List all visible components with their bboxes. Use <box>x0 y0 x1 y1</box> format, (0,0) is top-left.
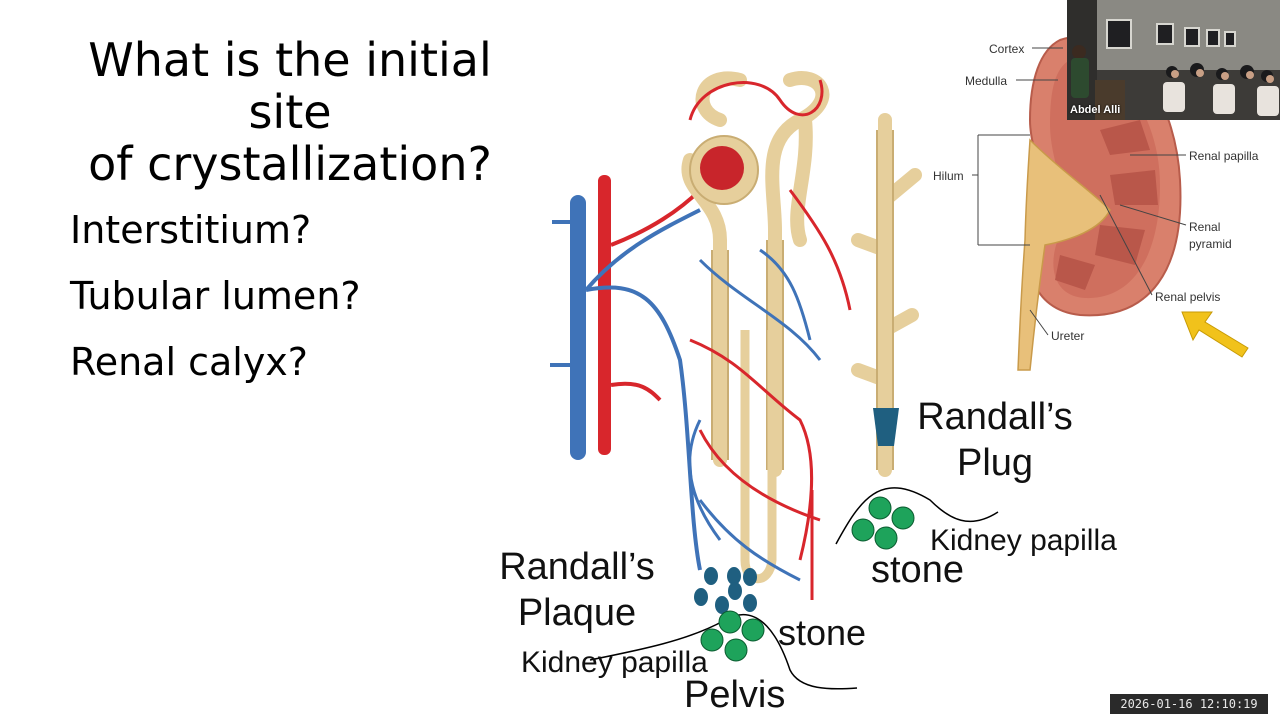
ureter-label: Ureter <box>1051 329 1085 343</box>
randalls-plug-label: Randall’s Plug <box>905 394 1085 486</box>
kidney-papilla-left-label: Kidney papilla <box>521 646 708 679</box>
renal-pyramid-line2: pyramid <box>1189 237 1232 251</box>
papilla-curve-right <box>835 487 999 545</box>
papilla-curve-left <box>589 613 858 690</box>
renal-pyramid-label: Renal pyramid <box>1189 219 1232 253</box>
slide-title-line1: What is the initial site <box>88 33 492 139</box>
kidney-papilla-right-label: Kidney papilla <box>930 524 1117 557</box>
option-tubular-lumen: Tubular lumen? <box>70 274 361 318</box>
vein-trunk <box>570 195 586 460</box>
slide-title: What is the initial site of crystallizat… <box>40 34 540 190</box>
medulla-label: Medulla <box>965 74 1008 88</box>
participant-name: Abdel Alli <box>1070 104 1121 116</box>
renal-pelvis-shape <box>1017 138 1111 371</box>
pointer-arrow <box>1181 311 1249 358</box>
option-interstitium: Interstitium? <box>70 208 312 252</box>
webcam-scene <box>1067 0 1280 120</box>
renal-papilla-label: Renal papilla <box>1189 149 1259 163</box>
cortex-label: Cortex <box>989 42 1025 56</box>
option-renal-calyx: Renal calyx? <box>70 340 308 384</box>
stone-left-label: stone <box>778 612 867 653</box>
stone-right-label: stone <box>871 549 964 591</box>
recording-timestamp: 2026-01-16 12:10:19 <box>1110 694 1268 714</box>
randalls-plug-shape <box>873 408 899 446</box>
randalls-plug-line1: Randall’s <box>917 396 1073 438</box>
randalls-plaque-line2: Plaque <box>517 592 637 634</box>
answer-options: Interstitium? Tubular lumen? Renal calyx… <box>70 204 361 402</box>
glomerulus <box>700 146 744 190</box>
randalls-plaque-label: Randall’s Plaque <box>487 544 667 636</box>
artery-trunk <box>598 175 611 455</box>
randalls-plaque-line1: Randall’s <box>499 546 655 588</box>
pelvis-label: Pelvis <box>684 674 786 716</box>
webcam-video-tile[interactable]: Abdel Alli <box>1067 0 1280 120</box>
hilum-label: Hilum <box>933 169 964 183</box>
renal-pyramid-line1: Renal <box>1189 220 1221 234</box>
randalls-plug-line2: Plug <box>956 442 1034 484</box>
renal-pelvis-label: Renal pelvis <box>1155 290 1221 304</box>
slide-title-line2: of crystallization? <box>88 137 492 191</box>
